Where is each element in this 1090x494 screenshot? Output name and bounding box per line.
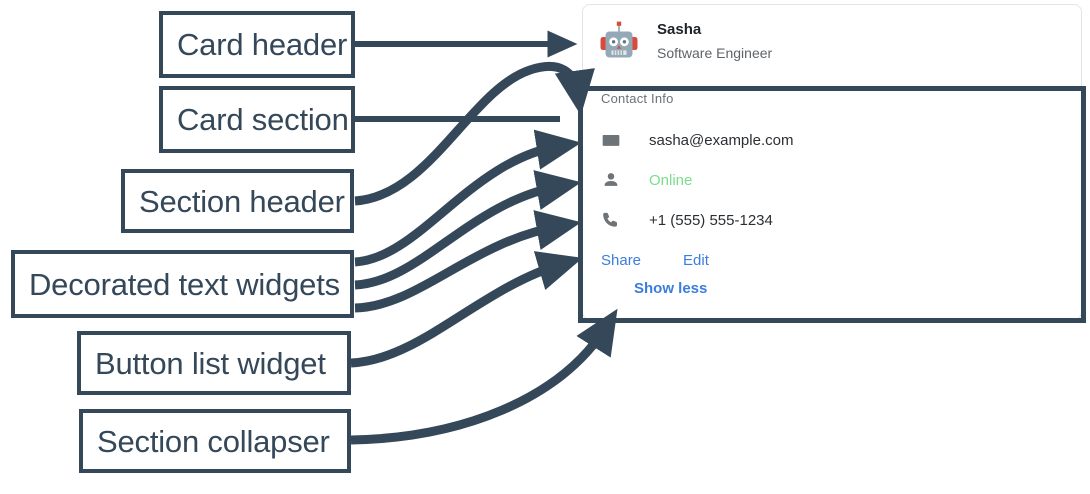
annotation-decorated-text-widgets-label: Decorated text widgets [29, 266, 340, 302]
share-button[interactable]: Share [601, 251, 642, 269]
decorated-text-status-value: Online [649, 171, 693, 189]
connector-section-header [354, 61, 595, 206]
card-subtitle: Software Engineer [657, 45, 773, 62]
annotation-section-header: Section header [121, 169, 354, 233]
annotation-button-list-widget: Button list widget [77, 331, 351, 395]
annotation-card-header: Card header [159, 11, 355, 78]
demo-card: Sasha Software Engineer Contact Info sas… [582, 4, 1082, 320]
annotation-card-section-label: Card section [177, 102, 349, 137]
annotation-card-header-label: Card header [177, 27, 348, 62]
annotation-button-list-widget-label: Button list widget [95, 345, 326, 381]
connector-button-list [350, 251, 583, 368]
decorated-text-phone-value: +1 (555) 555-1234 [649, 211, 773, 229]
edit-button[interactable]: Edit [683, 251, 709, 269]
annotation-card-section: Card section [159, 86, 355, 153]
annotation-decorated-text-widgets: Decorated text widgets [11, 250, 354, 318]
show-less-button[interactable]: Show less [634, 280, 708, 297]
connector-section-collapser [350, 308, 618, 445]
section-header: Contact Info [601, 91, 674, 106]
connector-decorated-status [354, 170, 582, 290]
button-list-widget: Share Edit [601, 246, 1081, 274]
robot-avatar-icon [600, 21, 638, 58]
connector-decorated-email [354, 129, 582, 267]
email-icon [602, 135, 620, 146]
card-header: Sasha Software Engineer [583, 5, 1081, 77]
card-section: Contact Info sasha@example.com Online +1… [583, 77, 1081, 314]
annotation-section-collapser: Section collapser [79, 409, 351, 473]
card-header-text: Sasha Software Engineer [657, 20, 772, 64]
annotation-section-collapser-label: Section collapser [97, 423, 330, 459]
person-icon [604, 173, 618, 186]
decorated-text-status: Online [601, 160, 1081, 200]
section-collapser: Show less [601, 280, 1081, 306]
connector-decorated-phone [354, 210, 582, 313]
card-title: Sasha [657, 21, 702, 39]
decorated-text-email: sasha@example.com [601, 120, 1081, 160]
phone-icon [603, 212, 617, 227]
annotation-section-header-label: Section header [139, 183, 345, 219]
decorated-text-phone: +1 (555) 555-1234 [601, 200, 1081, 240]
decorated-text-email-value: sasha@example.com [649, 131, 794, 149]
